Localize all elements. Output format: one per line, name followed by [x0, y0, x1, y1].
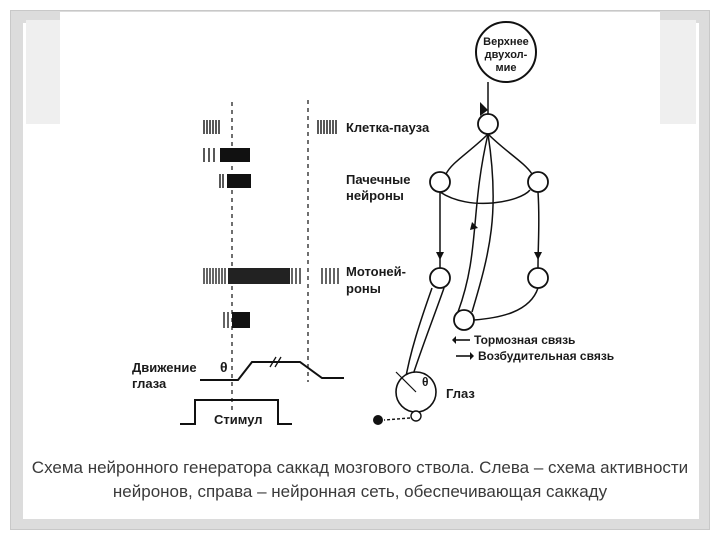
- stimulus-label: Стимул: [214, 412, 263, 427]
- superior-colliculus-label-2: двухол-: [485, 49, 528, 61]
- saccade-generator-figure: Клетка-пауза Пачечные нейроны Мотоней: [60, 12, 660, 432]
- superior-colliculus-label-3: мие: [495, 62, 516, 74]
- burst-neurons-label-1: Пачечные: [346, 172, 410, 187]
- network-connections: [404, 82, 540, 385]
- figure-caption: Схема нейронного генератора саккад мозго…: [31, 458, 689, 501]
- legend: Тормозная связь Возбудительная связь: [452, 333, 614, 363]
- burst-neuron-spikes: [203, 148, 251, 188]
- theta-symbol: θ: [220, 359, 228, 375]
- eye-target-dot: [373, 415, 383, 425]
- motoneurons-label-2: роны: [346, 281, 381, 296]
- motoneuron-spikes: [203, 268, 339, 328]
- eye-theta-symbol: θ: [422, 375, 429, 389]
- eye-position-trace: [200, 361, 344, 381]
- legend-inhibitory: Тормозная связь: [474, 333, 575, 347]
- superior-colliculus-label-1: Верхнее: [483, 36, 529, 48]
- burst-neurons-label-2: нейроны: [346, 188, 404, 203]
- eye-movement-label-1: Движение: [132, 360, 197, 375]
- connection-arrowheads: [436, 222, 542, 260]
- inhibitory-arrowhead: [480, 102, 488, 116]
- stimulus-trace: [180, 399, 292, 425]
- eye-movement-label-2: глаза: [132, 376, 167, 391]
- pause-cell-label: Клетка-пауза: [346, 120, 430, 135]
- figure-svg: Клетка-пауза Пачечные нейроны Мотоней: [60, 12, 660, 432]
- superior-colliculus-node: [475, 21, 537, 83]
- eye-label: Глаз: [446, 386, 475, 401]
- motoneurons-label-1: Мотоней-: [346, 264, 406, 279]
- legend-excitatory: Возбудительная связь: [478, 349, 614, 363]
- pause-cell-spikes: [203, 120, 337, 134]
